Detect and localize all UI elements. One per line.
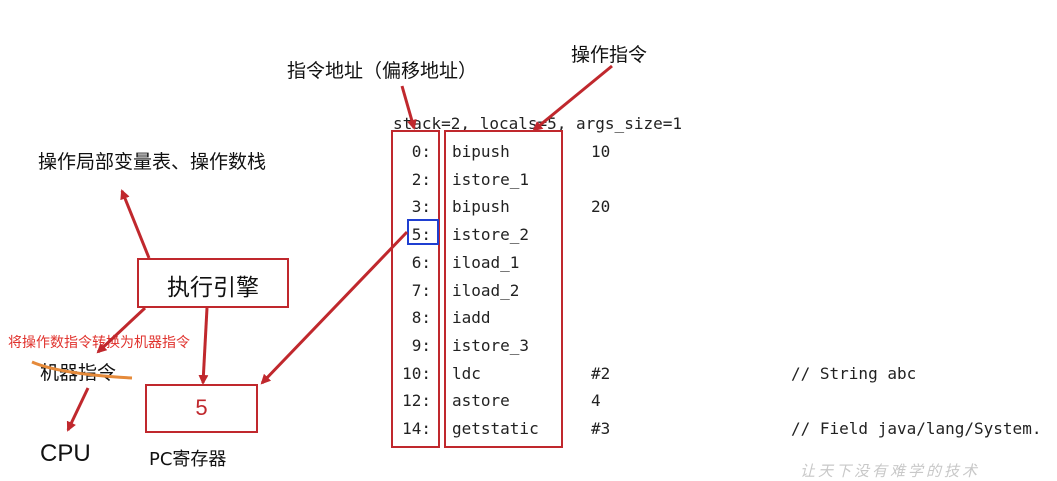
execution-engine-label: 执行引擎 [167, 275, 259, 301]
comment: // Field java/lang/System. [791, 419, 1042, 438]
operand: #3 [591, 419, 611, 438]
operand: 20 [591, 197, 611, 216]
instruction: iload_1 [452, 253, 520, 272]
offset: 2: [411, 170, 431, 189]
comment: // String abc [791, 364, 917, 383]
offset: 0: [411, 142, 431, 161]
cpu-label: CPU [40, 440, 91, 467]
offset: 5: [411, 225, 431, 244]
instruction-address-label: 指令地址（偏移地址） [287, 60, 478, 82]
offset: 7: [411, 281, 431, 300]
engine-operations-label: 操作局部变量表、操作数栈 [38, 151, 267, 173]
machine-code-label: 机器指令 [40, 362, 117, 384]
instruction: astore [452, 391, 510, 410]
offset: 9: [411, 336, 431, 355]
pc-register-box [145, 384, 258, 433]
offset: 8: [411, 308, 431, 327]
opcode-label: 操作指令 [571, 44, 648, 66]
pc-register-label: PC寄存器 [149, 449, 227, 470]
engine-pc-arrow [198, 307, 209, 385]
instruction-column-box [444, 130, 563, 448]
instruction: istore_3 [452, 336, 530, 355]
operand: #2 [591, 364, 611, 383]
instruction: bipush [452, 197, 510, 216]
offset: 14: [402, 419, 431, 438]
pc-register-value: 5 [195, 395, 208, 420]
conversion-note: 将操作数指令转换为机器指令 [8, 335, 190, 351]
watermark: 让天下没有难学的技术 [800, 462, 981, 480]
instruction: bipush [452, 142, 510, 161]
instruction: iadd [452, 308, 491, 327]
offset: 3: [411, 197, 431, 216]
offset: 10: [402, 364, 431, 383]
operand: 10 [591, 142, 611, 161]
instruction: ldc [452, 364, 481, 383]
engine-ops-arrow [120, 189, 151, 259]
cpu-arrow [66, 387, 90, 432]
offset: 12: [402, 391, 431, 410]
instruction: istore_2 [452, 225, 530, 244]
instruction: iload_2 [452, 281, 520, 300]
offset: 6: [411, 253, 431, 272]
instruction: getstatic [452, 419, 539, 438]
operand: 4 [591, 391, 601, 410]
instruction: istore_1 [452, 170, 530, 189]
